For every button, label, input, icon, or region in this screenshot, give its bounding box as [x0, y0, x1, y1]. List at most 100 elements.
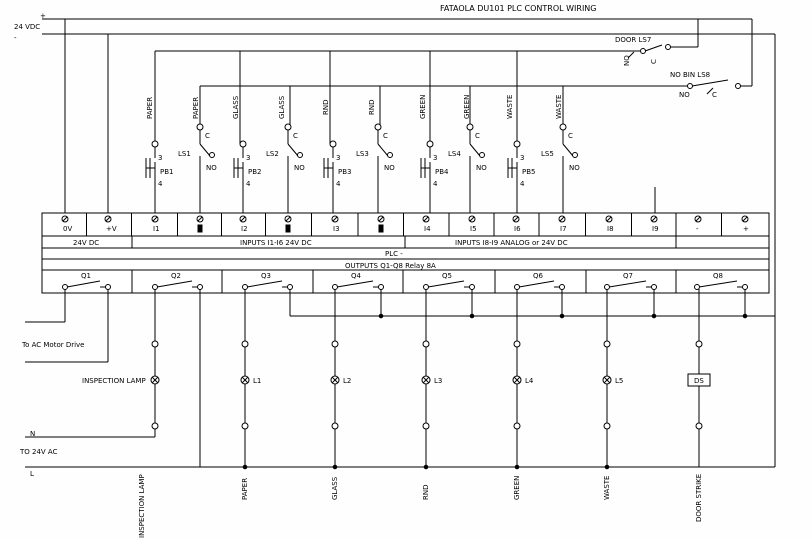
plc-output-relay: Q8	[694, 272, 748, 290]
ls-name: LS1	[178, 150, 191, 158]
lamp-label: L1	[253, 377, 261, 385]
minus-label: -	[14, 34, 17, 42]
ac-line-label: L	[30, 470, 34, 478]
lamp-label: L4	[525, 377, 534, 385]
plc-terminal: I7	[558, 213, 586, 236]
plc-terminal-label: I8	[607, 225, 614, 233]
diagram-title: FATAOLA DU101 PLC CONTROL WIRING	[440, 4, 597, 13]
plc-outputs: Q1 Q2 Q3 Q4 Q5 Q6 Q7 Q8	[62, 270, 748, 293]
pb-label: RND	[322, 100, 330, 116]
push-button-pb1	[145, 140, 159, 220]
pb-bottom-number: 4	[246, 180, 251, 188]
plc-terminal: I3	[331, 213, 359, 236]
plc-terminal-label: I9	[652, 225, 659, 233]
inputs-label-1: INPUTS I1-I6 24V DC	[240, 239, 312, 247]
lamp-branch: L4	[512, 289, 534, 470]
plc-terminal: +	[741, 215, 749, 233]
pb-top-number: 3	[520, 154, 524, 162]
plc-output-relay: Q5	[423, 272, 475, 290]
ls-no: NO	[384, 164, 395, 172]
output-label: Q1	[81, 272, 91, 280]
output-label: Q3	[261, 272, 271, 280]
plc-terminal-label: I6	[514, 225, 521, 233]
ls-c: C	[568, 132, 573, 140]
pb-name: PB2	[248, 168, 261, 176]
ls-no: NO	[476, 164, 487, 172]
output-name-label: GLASS	[331, 476, 339, 500]
pb-bottom-number: 4	[520, 180, 525, 188]
ls-name: LS3	[356, 150, 369, 158]
output-label: Q4	[351, 272, 362, 280]
channel-paper: PAPER 3 PB1 4 PAPER C LS1 NO	[145, 97, 217, 220]
door-switch-c: C	[650, 59, 658, 64]
lamp-label: L3	[434, 377, 442, 385]
pb-top-number: 3	[433, 154, 437, 162]
output-label: Q6	[533, 272, 544, 280]
motor-drive-wiring	[25, 289, 109, 363]
pb-label: PAPER	[146, 97, 154, 119]
lamp-branch: L5	[602, 289, 623, 470]
inspection-output-label: INSPECTION LAMP	[138, 474, 146, 538]
plc-terminal-label: I5	[470, 225, 477, 233]
door-switch-name: DOOR LS7	[615, 36, 651, 44]
plc-terminal-label: I2	[241, 225, 248, 233]
plc-terminal	[284, 213, 312, 236]
outputs-label: OUTPUTS Q1-Q8 Relay 8A	[345, 262, 436, 270]
plc-output-relay: Q2	[152, 272, 203, 290]
bin-switch-no: NO	[679, 91, 690, 99]
door-strike-box-label: DS	[694, 377, 704, 385]
channel-rnd: RND 3 PB3 4 RND C LS3 NO	[322, 100, 395, 220]
ls-name: LS5	[541, 150, 554, 158]
plc-terminal-label: 0V	[63, 225, 72, 233]
ls-name: LS2	[266, 150, 279, 158]
pb-bottom-number: 4	[336, 180, 341, 188]
output-name-label: PAPER	[241, 478, 249, 500]
plc-terminal: +V	[104, 213, 132, 236]
plc-terminal: I2	[239, 213, 266, 236]
output-label: Q7	[623, 272, 633, 280]
bin-switch-c: C	[712, 91, 717, 99]
output-name-label: WASTE	[603, 476, 611, 500]
output-label: Q2	[171, 272, 181, 280]
ls-c: C	[383, 132, 388, 140]
motor-drive-label: To AC Motor Drive	[21, 341, 85, 349]
pb-label: GLASS	[232, 95, 240, 119]
lamp-label: L2	[343, 377, 351, 385]
plc-terminal: I6	[512, 213, 540, 236]
ls-c: C	[475, 132, 480, 140]
plc-terminal: I8	[605, 213, 632, 236]
door-switch-no: NO	[623, 55, 631, 66]
plc-terminal: I1	[151, 213, 178, 236]
bin-switch	[199, 79, 752, 127]
supply-voltage: 24 VDC	[14, 23, 40, 31]
plc-output-relay: Q6	[514, 272, 565, 290]
ls-label: WASTE	[555, 95, 563, 119]
plc-block	[41, 212, 770, 294]
supply-rails	[42, 18, 776, 467]
door-strike-label: DOOR STRIKE	[695, 474, 703, 522]
ls-label: RND	[368, 100, 376, 116]
plc-terminal-label: I3	[333, 225, 340, 233]
plc-terminal: I4	[422, 213, 450, 236]
channel-glass: GLASS 3 PB2 4 GLASS C LS2 NO	[232, 95, 305, 220]
plc-terminal	[377, 213, 404, 236]
pb-name: PB1	[160, 168, 173, 176]
ls-c: C	[293, 132, 298, 140]
pb-top-number: 3	[336, 154, 340, 162]
lamp-branch: L1	[240, 289, 261, 470]
ls-no: NO	[206, 164, 217, 172]
lamp-branch: L2	[330, 289, 351, 470]
pb-label: GREEN	[419, 95, 427, 119]
pb-label: WASTE	[506, 95, 514, 119]
plc-terminal: I5	[468, 213, 495, 236]
inspection-lamp-branch	[25, 289, 775, 468]
power-label: 24V DC	[73, 239, 99, 247]
output-label: Q5	[442, 272, 452, 280]
plc-terminal-label: I1	[153, 225, 160, 233]
ls-label: PAPER	[192, 97, 200, 119]
ls-no: NO	[569, 164, 580, 172]
pb-name: PB3	[338, 168, 351, 176]
